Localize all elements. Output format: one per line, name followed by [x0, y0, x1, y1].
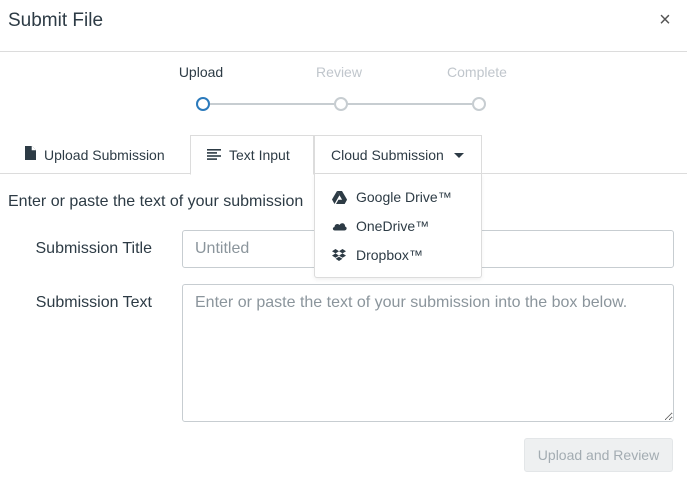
menu-item-label: OneDrive™ [356, 218, 430, 234]
upload-and-review-button[interactable]: Upload and Review [524, 438, 673, 472]
submission-tabs: Upload Submission Text Input Cloud Submi… [0, 135, 687, 175]
step-label-review: Review [316, 64, 362, 80]
menu-item-label: Google Drive™ [356, 189, 452, 205]
tab-cloud-submission[interactable]: Cloud Submission [314, 135, 482, 174]
caret-down-icon [453, 152, 464, 158]
step-connector [347, 103, 472, 105]
menu-item-onedrive[interactable]: OneDrive™ [331, 215, 429, 237]
tab-label: Cloud Submission [331, 147, 444, 163]
step-connector [210, 103, 334, 105]
step-dot-review [334, 97, 348, 111]
dropbox-icon [331, 248, 347, 262]
menu-item-dropbox[interactable]: Dropbox™ [331, 244, 423, 266]
submission-text-area[interactable] [182, 284, 674, 422]
align-left-icon [207, 147, 221, 163]
step-dot-complete [472, 97, 486, 111]
onedrive-icon [331, 221, 347, 231]
progress-stepper: Upload Review Complete [0, 52, 687, 132]
tab-upload-submission[interactable]: Upload Submission [12, 135, 187, 174]
tab-label: Text Input [229, 147, 290, 163]
submission-title-label: Submission Title [35, 240, 153, 257]
tab-label: Upload Submission [44, 146, 165, 163]
dialog-header: Submit File × [0, 0, 687, 52]
menu-item-google-drive[interactable]: Google Drive™ [331, 186, 452, 208]
instructions-text: Enter or paste the text of your submissi… [8, 193, 304, 210]
cloud-submission-menu: Google Drive™ OneDrive™ Dropbox™ [314, 174, 482, 278]
dialog-title: Submit File [8, 10, 104, 31]
tab-text-input[interactable]: Text Input [190, 135, 314, 175]
file-icon [25, 146, 36, 163]
step-label-complete: Complete [447, 64, 507, 80]
close-icon[interactable]: × [659, 9, 671, 31]
submission-text-label: Submission Text [35, 294, 152, 311]
menu-item-label: Dropbox™ [356, 247, 423, 263]
google-drive-icon [331, 190, 347, 204]
step-label-upload: Upload [178, 64, 224, 80]
step-dot-upload [196, 97, 210, 111]
